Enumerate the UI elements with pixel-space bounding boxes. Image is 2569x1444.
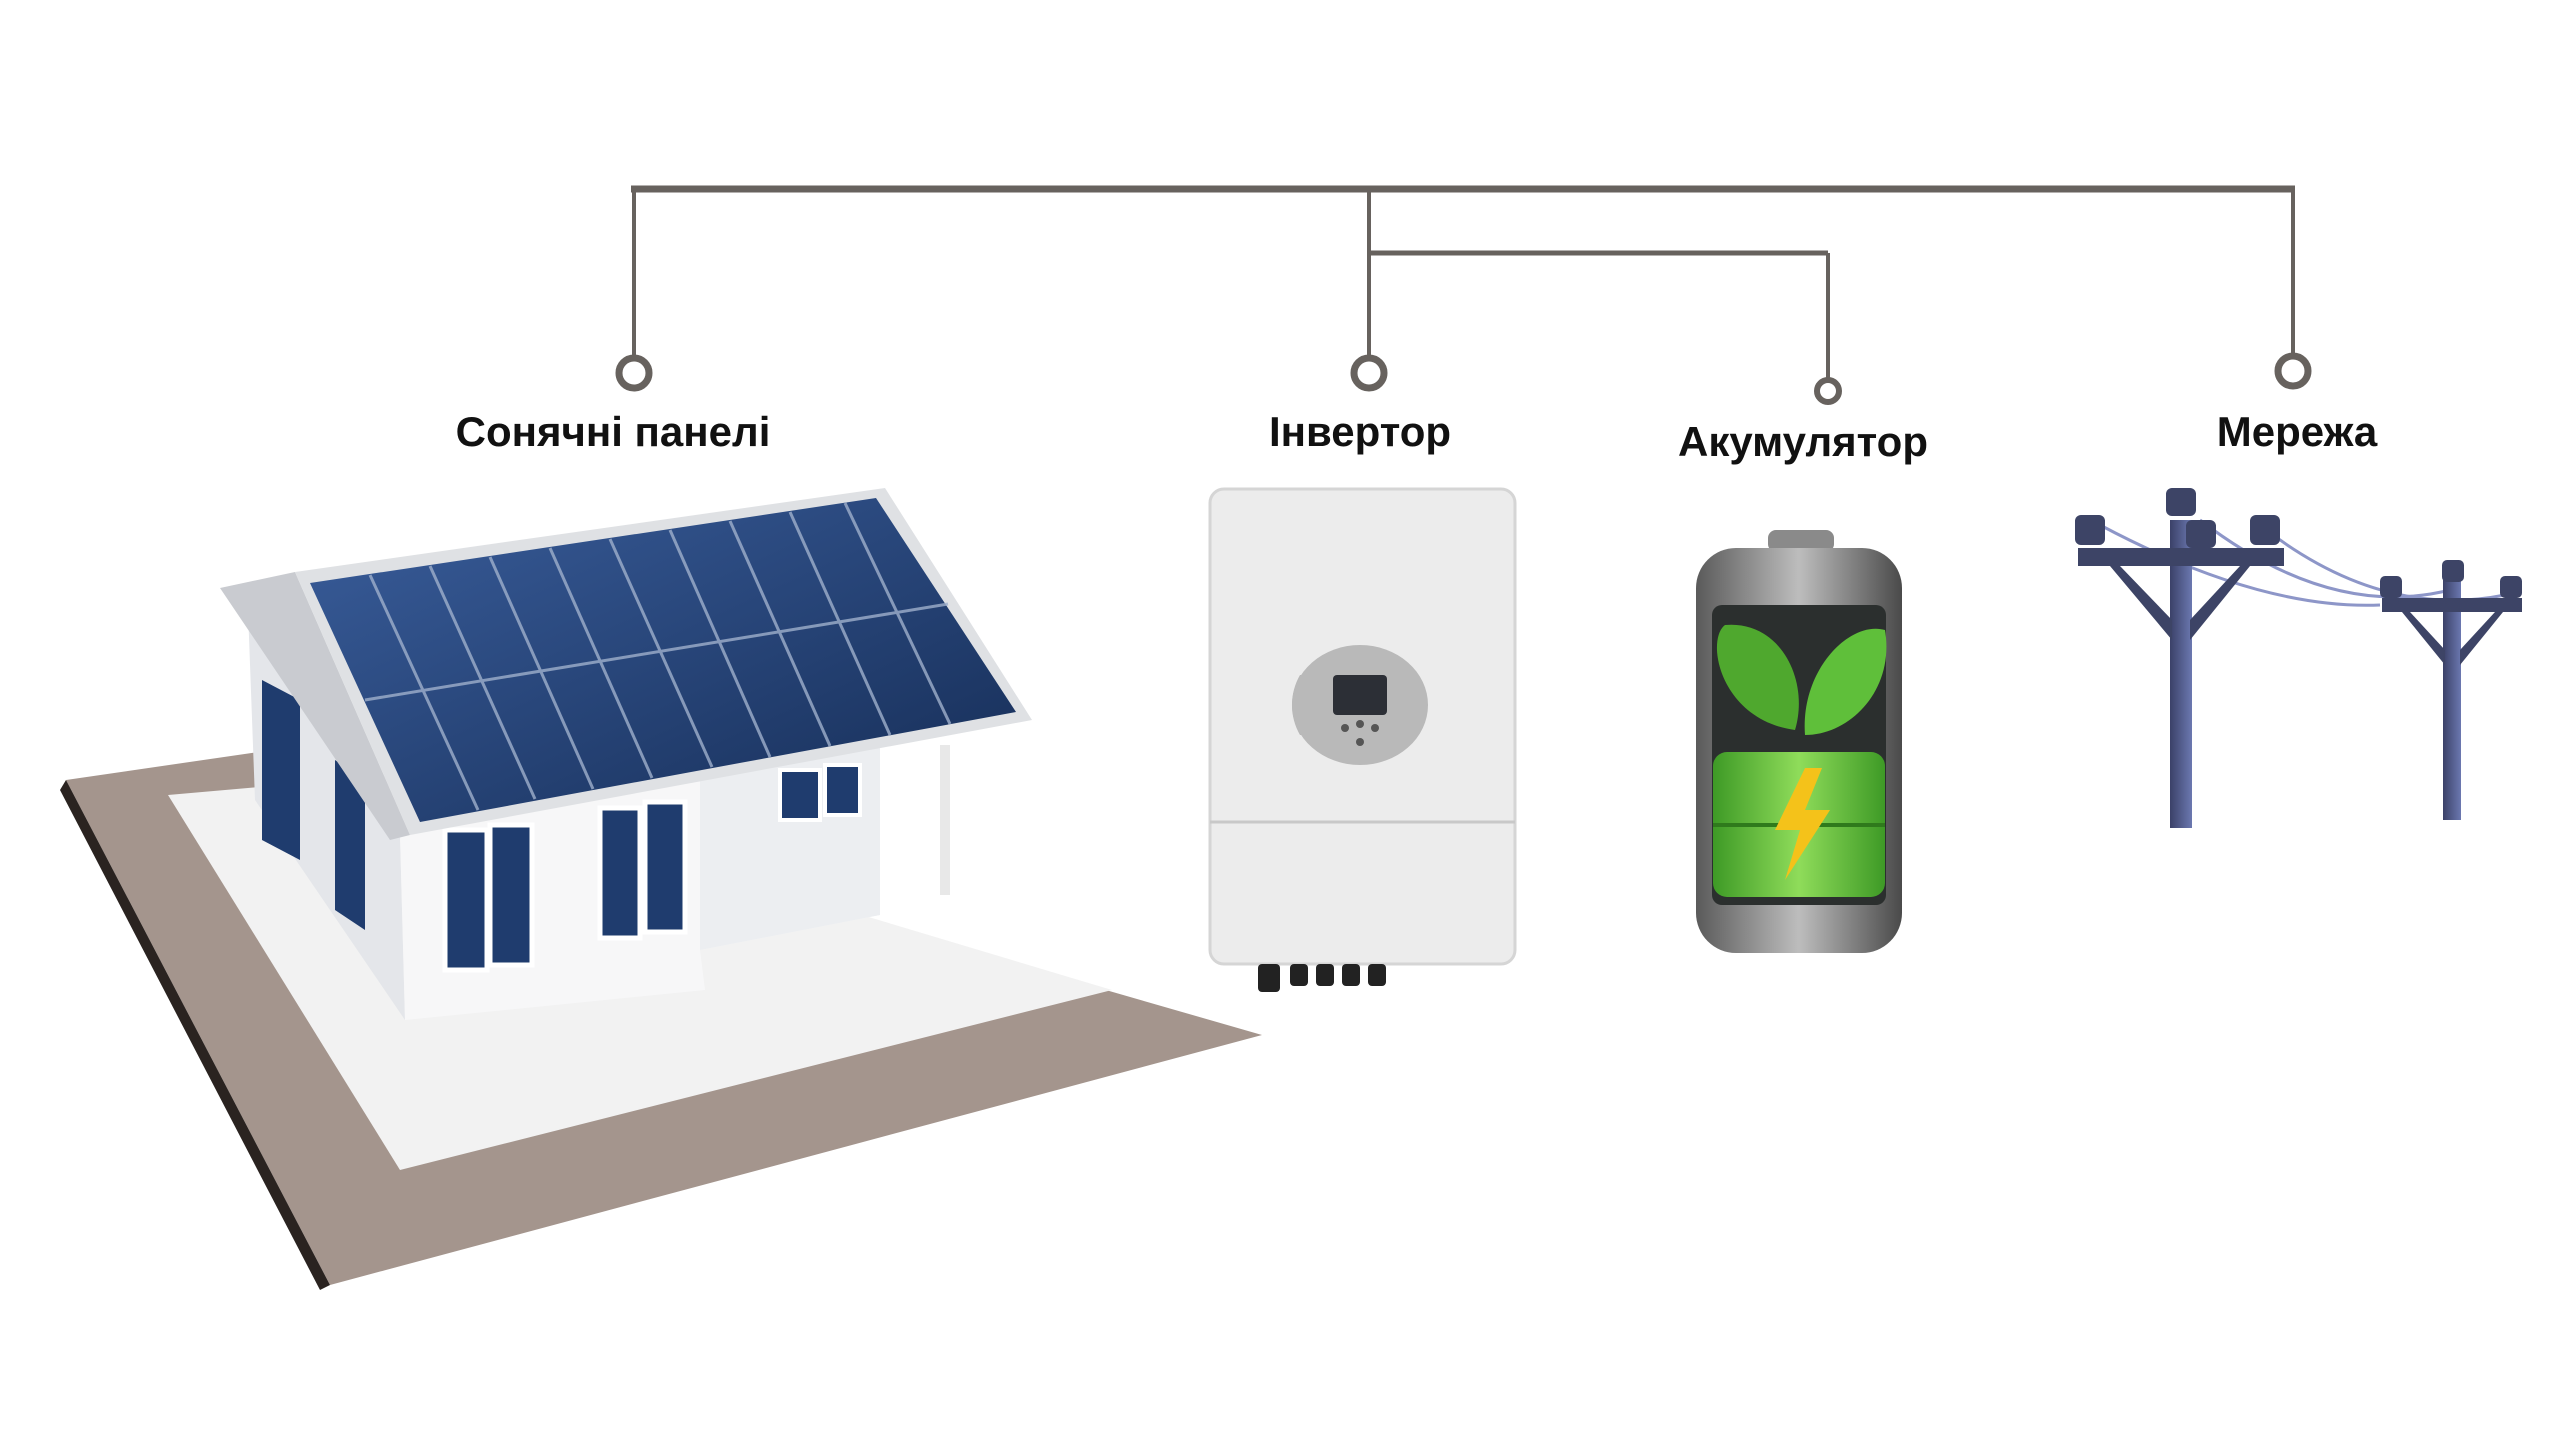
battery-icon [1696, 530, 1902, 953]
label-grid: Мережа [2217, 408, 2378, 455]
power-pole-icon [2075, 488, 2522, 828]
house-solar-panels-icon [60, 488, 1262, 1290]
label-battery: Акумулятор [1678, 418, 1928, 465]
battery-node-circle [1814, 377, 1842, 405]
label-inverter: Інвертор [1269, 408, 1451, 455]
inverter-node-circle [1350, 354, 1388, 392]
connector-lines [615, 185, 2312, 405]
solar-node-circle [615, 354, 653, 392]
label-solar-panels: Сонячні панелі [456, 408, 771, 455]
inverter-icon [1208, 487, 1517, 992]
grid-node-circle [2274, 352, 2312, 390]
